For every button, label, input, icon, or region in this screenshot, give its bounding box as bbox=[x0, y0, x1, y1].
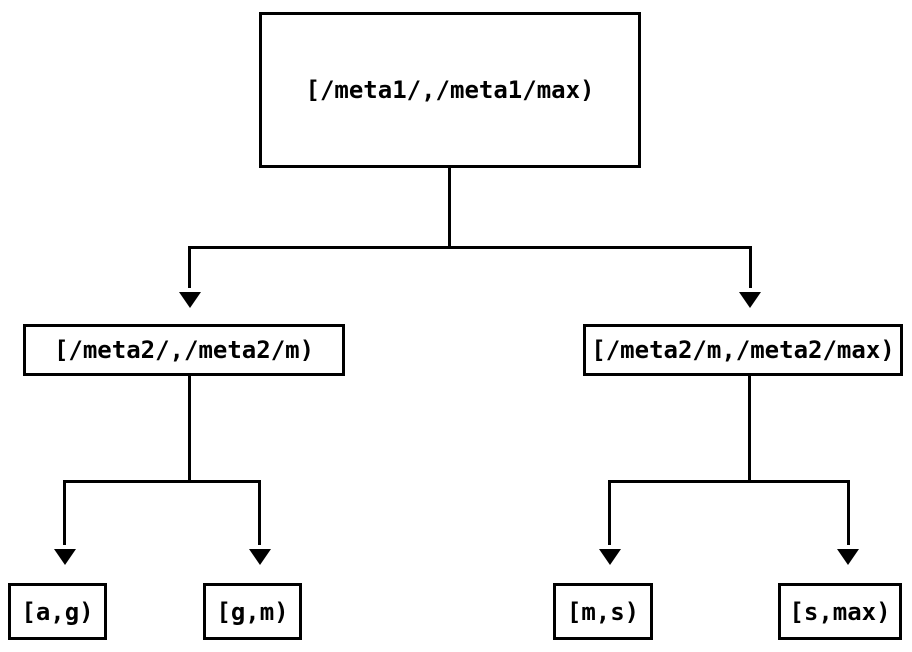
connector-root-crossbar-line bbox=[188, 246, 752, 249]
node-leaf-interval-gm: [g,m) bbox=[203, 583, 302, 640]
connector-right-leftdrop-line bbox=[608, 480, 611, 545]
arrow-down-icon bbox=[54, 549, 76, 565]
node-leaf-interval-ms: [m,s) bbox=[553, 583, 653, 640]
node-leaf-interval-smax: [s,max) bbox=[778, 583, 902, 640]
connector-left-crossbar-line bbox=[63, 480, 261, 483]
node-left-child-interval: [/meta2/,/meta2/m) bbox=[23, 324, 345, 376]
node-right-child-interval: [/meta2/m,/meta2/max) bbox=[583, 324, 903, 376]
connector-left-trunk-line bbox=[188, 376, 191, 483]
connector-root-trunk-line bbox=[448, 168, 451, 249]
connector-root-left-drop-line bbox=[188, 246, 191, 288]
connector-left-leftdrop-line bbox=[63, 480, 66, 545]
arrow-down-icon bbox=[249, 549, 271, 565]
arrow-down-icon bbox=[739, 292, 761, 308]
arrow-down-icon bbox=[179, 292, 201, 308]
connector-right-rightdrop-line bbox=[847, 480, 850, 545]
connector-left-rightdrop-line bbox=[258, 480, 261, 545]
connector-right-crossbar-line bbox=[608, 480, 850, 483]
node-root-interval: [/meta1/,/meta1/max) bbox=[259, 12, 641, 168]
node-leaf-interval-ag: [a,g) bbox=[8, 583, 107, 640]
connector-right-trunk-line bbox=[748, 376, 751, 483]
arrow-down-icon bbox=[599, 549, 621, 565]
connector-root-right-drop-line bbox=[749, 246, 752, 288]
arrow-down-icon bbox=[837, 549, 859, 565]
